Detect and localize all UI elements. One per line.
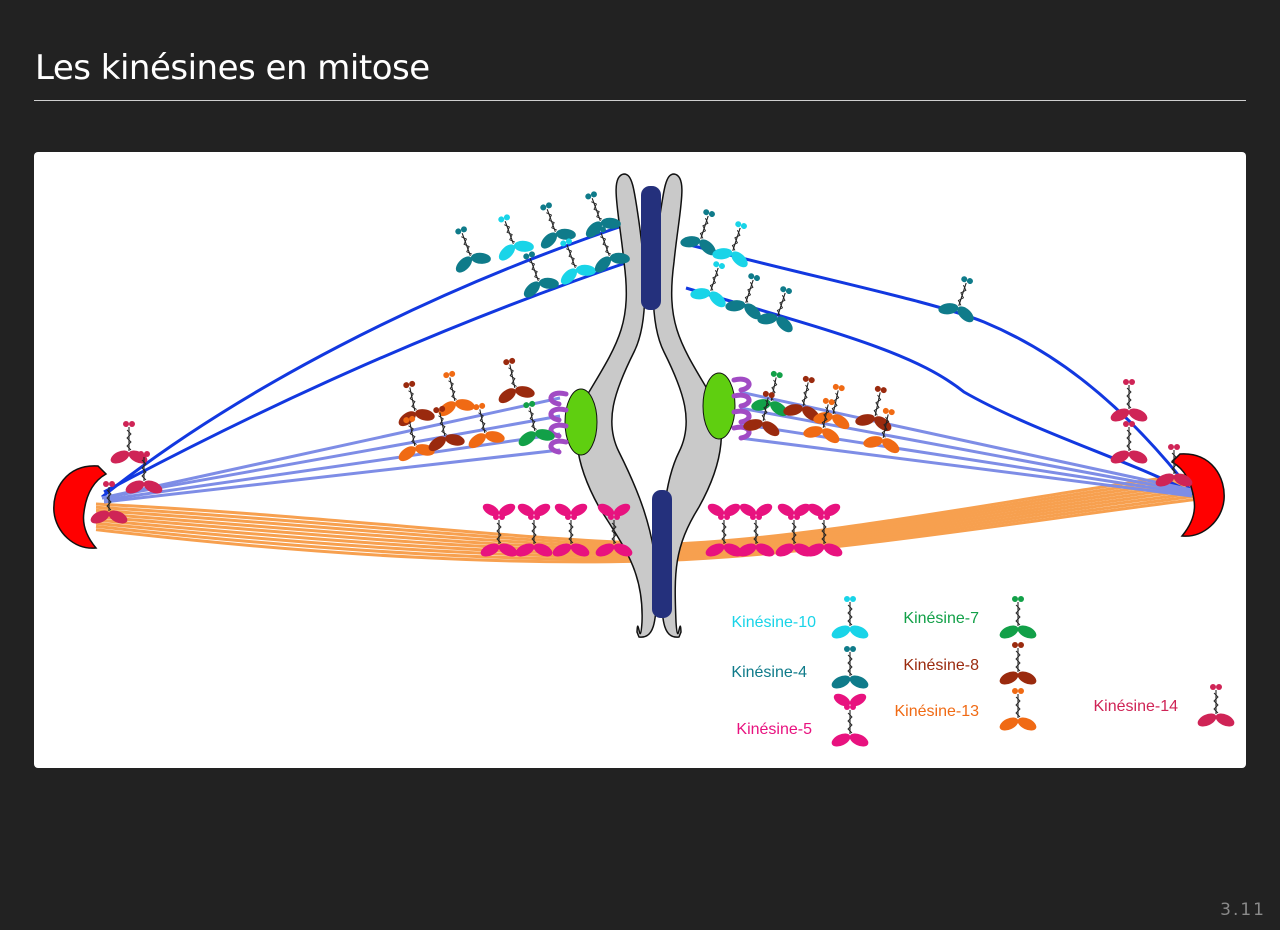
kinesin-motor: [813, 383, 850, 430]
kinesin-8-icon: [999, 642, 1037, 685]
kinesin-5-icon: [831, 693, 869, 747]
kinetochore-microtubule: [739, 390, 1193, 492]
kinetochore-microtubule: [103, 448, 561, 504]
chromosome: [548, 173, 752, 638]
kinesin-5-motor: [552, 503, 590, 557]
kinesin-motor: [680, 209, 716, 256]
legend-label: Kinésine-8: [903, 657, 979, 674]
kinesin-motor: [438, 370, 475, 417]
kinetochore-microtubule: [101, 396, 561, 500]
kinetochore-microtubule: [739, 436, 1193, 498]
kinesin-motor: [725, 273, 761, 320]
kinesin-14-motor: [90, 481, 128, 524]
kinesin-motor: [594, 226, 630, 273]
centromere-bottom: [652, 490, 672, 618]
kinesin-14-icon: [1197, 684, 1235, 727]
kinetochore-left: [548, 388, 598, 456]
legend-label: Kinésine-7: [903, 610, 979, 627]
kinetochore-microtubules: [101, 390, 1193, 504]
legend-label: Kinésine-10: [732, 614, 817, 631]
kinesin-motor: [863, 407, 900, 454]
kinesin-motor: [803, 397, 840, 444]
astral-microtubule: [103, 258, 635, 494]
kinesin-10-icon: [831, 596, 869, 639]
legend-label: Kinésine-14: [1094, 698, 1179, 715]
kinesin-motor: [690, 261, 726, 308]
kinetochore-microtubule: [103, 432, 561, 502]
kinesin-5-motor: [515, 503, 553, 557]
kinesin-5-motor: [595, 503, 633, 557]
kinesin-motor: [743, 390, 780, 437]
kinesin-14-motor: [1110, 379, 1148, 422]
kinesin-motor: [498, 214, 534, 261]
kinesin-motor: [540, 202, 576, 249]
astral-microtubule: [101, 220, 635, 499]
kinesin-motors: [90, 191, 1193, 557]
kinesin-motor: [468, 402, 505, 449]
title-divider: [34, 100, 1246, 101]
slide-number: 3.11: [1220, 900, 1266, 920]
kinesin-5-motor: [805, 503, 843, 557]
legend-label: Kinésine-5: [736, 721, 812, 738]
kinesin-motor: [518, 400, 555, 447]
kinesin-7-icon: [999, 596, 1037, 639]
legend-label: Kinésine-4: [731, 664, 807, 681]
kinetochore-right: [702, 372, 752, 441]
kinesin-motor: [498, 357, 535, 404]
kinesin-motor: [455, 226, 491, 273]
kinesin-motor: [523, 251, 559, 298]
centrosome-left: [53, 465, 108, 549]
slide-title: Les kinésines en mitose: [35, 48, 430, 88]
kinesin-motor: [560, 238, 596, 285]
astral-microtubule: [685, 286, 1195, 496]
kinesin-5-motor: [480, 503, 518, 557]
kinetochore-microtubule: [739, 406, 1193, 494]
kinesin-motor: [712, 221, 748, 268]
kinesin-14-motor: [110, 421, 148, 464]
centromere-top: [641, 186, 661, 310]
kinesin-motor: [398, 380, 435, 427]
kinesin-motor: [757, 286, 793, 333]
kinesin-5-motor: [737, 503, 775, 557]
kinesin-motor: [428, 405, 465, 452]
kinesin-motor: [938, 276, 974, 323]
chromatid-left: [575, 173, 658, 638]
kinesin-13-icon: [999, 688, 1037, 731]
kinesin-motor: [585, 191, 621, 238]
kinesin-5-motor: [775, 503, 813, 557]
legend-label: Kinésine-13: [895, 703, 980, 720]
kinesin-motor: [855, 385, 892, 432]
kinesin-14-motor: [1110, 421, 1148, 464]
kinesin-14-motor: [125, 451, 163, 494]
kinesin-14-motor: [1155, 444, 1193, 487]
kinesin-4-icon: [831, 646, 869, 689]
